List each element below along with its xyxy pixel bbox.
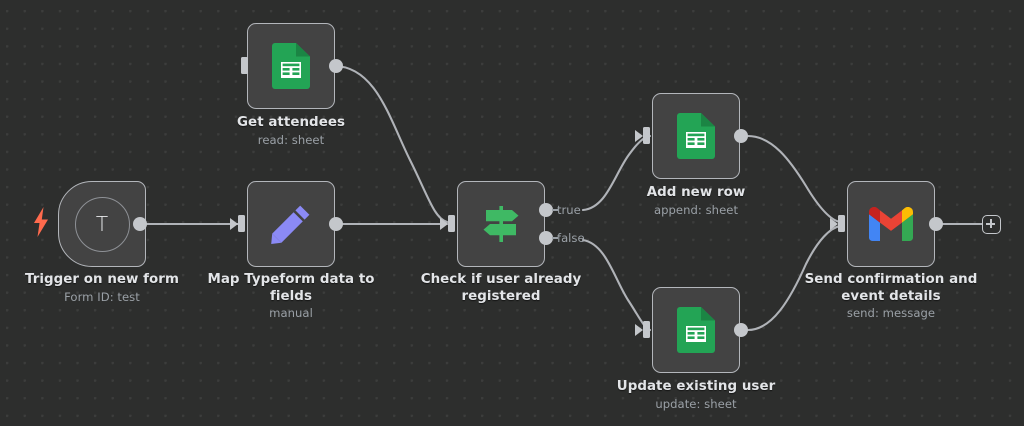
port-out-update-existing-user[interactable] <box>734 323 748 337</box>
branch-label-false: false <box>557 231 585 245</box>
port-out-check-true[interactable] <box>539 203 553 217</box>
gmail-icon <box>869 207 913 241</box>
node-send-confirmation-and-event-details[interactable] <box>847 181 935 267</box>
port-in-update-existing-user[interactable] <box>643 321 650 338</box>
label-add-new-row: Add new row append: sheet <box>646 185 746 217</box>
port-in-get-attendees[interactable] <box>241 57 248 74</box>
port-in-check[interactable] <box>448 215 455 232</box>
port-out-gmail[interactable] <box>929 217 943 231</box>
port-in-arrow-gmail <box>830 218 838 230</box>
port-out-check-false[interactable] <box>539 231 553 245</box>
port-out-get-attendees[interactable] <box>329 59 343 73</box>
node-check-if-user-already-registered[interactable] <box>457 181 545 267</box>
lightning-bolt-icon <box>34 207 48 237</box>
label-get-attendees: Get attendees read: sheet <box>237 115 345 147</box>
node-update-existing-user[interactable] <box>652 287 740 373</box>
branch-dash-true <box>552 209 558 211</box>
branch-label-true: true <box>557 203 581 217</box>
pencil-icon <box>271 205 310 244</box>
port-in-arrow-add-new-row <box>635 130 643 142</box>
google-sheets-icon <box>677 113 715 159</box>
google-sheets-icon <box>677 307 715 353</box>
label-update-existing-user: Update existing user update: sheet <box>616 379 776 411</box>
port-in-map-typeform[interactable] <box>238 215 245 232</box>
node-get-attendees[interactable] <box>247 23 335 109</box>
port-in-arrow-check <box>440 218 448 230</box>
branch-dash-false <box>552 237 558 239</box>
port-in-gmail[interactable] <box>838 215 845 232</box>
port-out-map-typeform[interactable] <box>329 217 343 231</box>
label-map-typeform-data-to-fields: Map Typeform data to fields manual <box>207 272 375 320</box>
label-check-if-user-already-registered: Check if user already registered <box>420 272 582 304</box>
signpost-switch-icon <box>483 206 519 242</box>
port-in-add-new-row[interactable] <box>643 127 650 144</box>
port-out-trigger[interactable] <box>133 217 147 231</box>
typeform-icon: T <box>74 196 130 252</box>
node-map-typeform-data-to-fields[interactable] <box>247 181 335 267</box>
label-trigger-on-new-form: Trigger on new form Form ID: test <box>25 272 179 304</box>
node-add-new-row[interactable] <box>652 93 740 179</box>
port-out-add-new-row[interactable] <box>734 129 748 143</box>
google-sheets-icon <box>272 43 310 89</box>
add-node-button[interactable] <box>982 215 1001 234</box>
node-trigger-on-new-form[interactable]: T <box>58 181 146 267</box>
label-send-confirmation-and-event-details: Send confirmation and event details send… <box>804 272 978 320</box>
port-in-arrow-update-existing-user <box>635 324 643 336</box>
port-in-arrow-map <box>230 218 238 230</box>
